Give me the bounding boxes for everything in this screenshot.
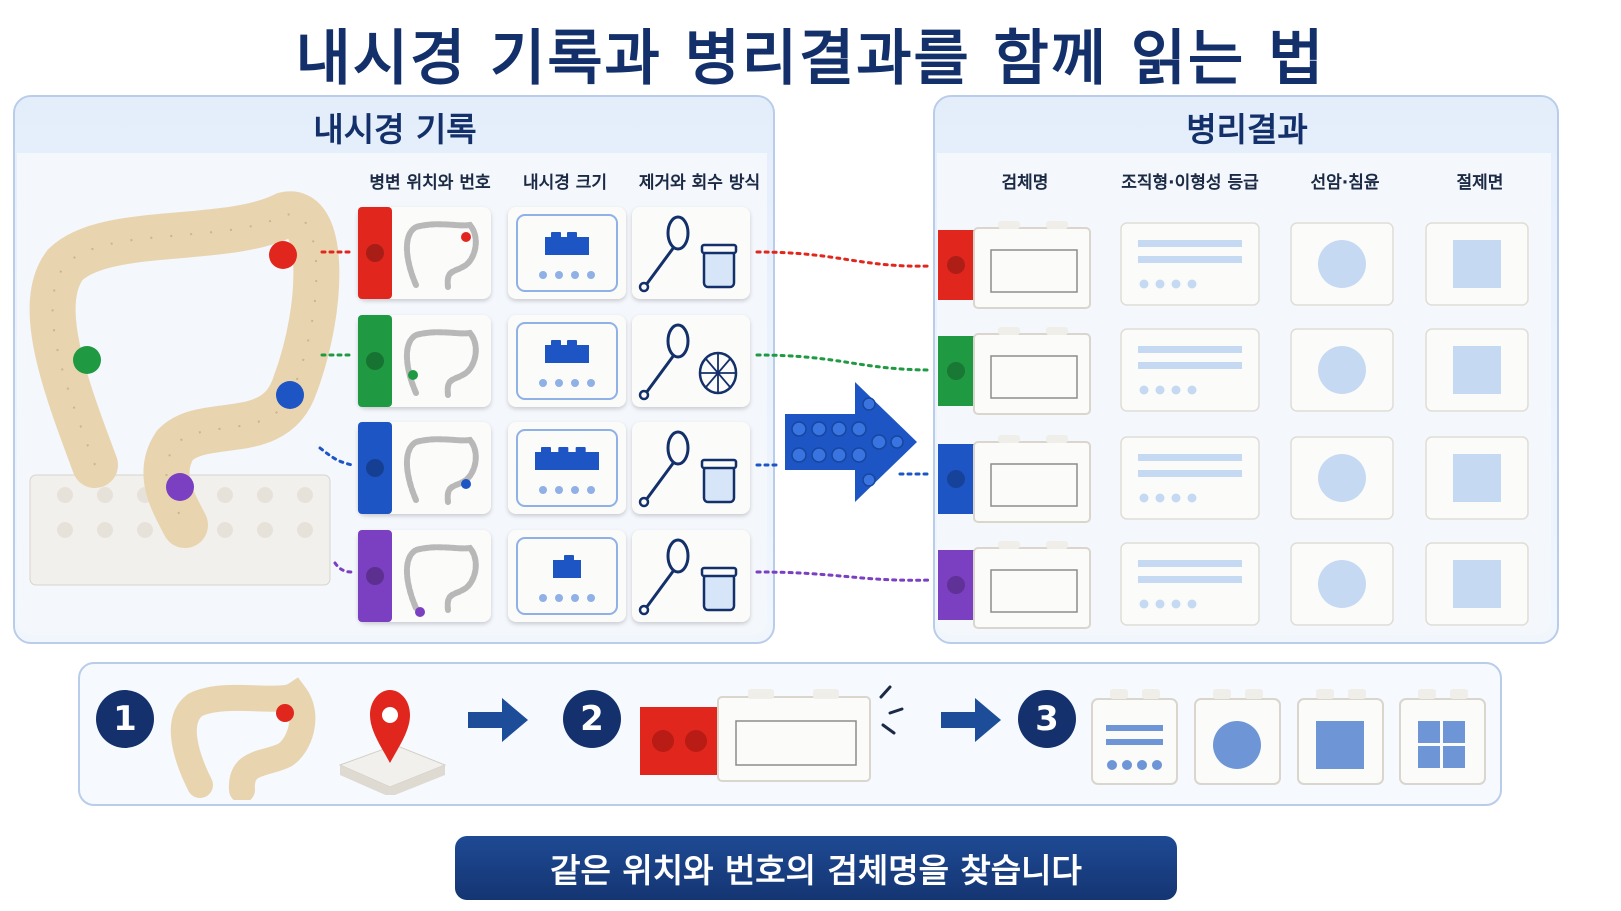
- page-title: 내시경 기록과 병리결과를 함께 읽는 법: [295, 24, 1326, 94]
- margin-placeholder: [1425, 436, 1529, 520]
- col-adenocarcinoma-invasion: 선암·침윤: [1310, 173, 1380, 193]
- invasion-placeholder: [1290, 436, 1394, 520]
- brick-2x4-icon: [516, 322, 618, 400]
- invasion-placeholder: [1290, 328, 1394, 412]
- snare-jar-icon: [638, 215, 738, 293]
- location-pin-icon: [338, 690, 447, 795]
- brick-1x2-icon: [516, 537, 618, 615]
- step-number-1: 1: [96, 690, 154, 748]
- brick-arrow-icon: [785, 382, 917, 502]
- colon-outline-icon: [366, 544, 479, 617]
- step-arrow-icon-2: [941, 698, 1001, 742]
- endoscopy-panel-title: 내시경 기록: [313, 110, 477, 149]
- removal-method-card: [632, 315, 750, 407]
- col-specimen-name: 검체명: [1001, 173, 1049, 193]
- specimen-brick: [938, 541, 1091, 629]
- specimen-brick-icon: [640, 685, 904, 782]
- colon-model-illustration: [29, 191, 340, 586]
- snare-jar-icon: [638, 538, 738, 616]
- colon-outline-icon: [366, 436, 479, 505]
- brick-2x4-icon: [516, 214, 618, 292]
- histology-placeholder: [1120, 542, 1260, 626]
- specimen-brick: [938, 435, 1091, 523]
- histology-placeholder: [1120, 222, 1260, 306]
- invasion-placeholder: [1290, 542, 1394, 626]
- histology-placeholder: [1120, 436, 1260, 520]
- result-bricks-icons: [1091, 689, 1486, 785]
- col-resection-margin: 절제면: [1456, 173, 1504, 193]
- step-number-3: 3: [1018, 690, 1076, 748]
- lesion-color-tab: [358, 422, 392, 514]
- margin-placeholder: [1425, 542, 1529, 626]
- col-lesion-location: 병변 위치와 번호: [369, 173, 491, 193]
- invasion-placeholder: [1290, 222, 1394, 306]
- histology-placeholder: [1120, 328, 1260, 412]
- snare-basket-icon: [638, 323, 738, 401]
- margin-placeholder: [1425, 328, 1529, 412]
- lesion-color-tab: [358, 530, 392, 622]
- specimen-brick: [938, 327, 1091, 415]
- margin-placeholder: [1425, 222, 1529, 306]
- specimen-brick: [938, 221, 1091, 309]
- colon-outline-icon: [366, 329, 479, 398]
- step-arrow-icon-1: [468, 698, 528, 742]
- colon-outline-icon: [366, 221, 479, 290]
- lesion-color-tab: [358, 315, 392, 407]
- col-removal-retrieval: 제거와 회수 방식: [638, 173, 761, 193]
- col-endoscopic-size: 내시경 크기: [522, 173, 608, 193]
- pathology-panel-title: 병리결과: [1186, 110, 1308, 149]
- snare-jar-icon: [638, 430, 738, 508]
- brick-2x6-icon: [516, 429, 618, 507]
- col-histology-grade: 조직형·이형성 등급: [1121, 173, 1259, 193]
- lesion-color-tab: [358, 207, 392, 299]
- step-number-2: 2: [563, 690, 621, 748]
- colon-mini-icon: [170, 677, 316, 800]
- instruction-banner: 같은 위치와 번호의 검체명을 찾습니다: [455, 836, 1177, 900]
